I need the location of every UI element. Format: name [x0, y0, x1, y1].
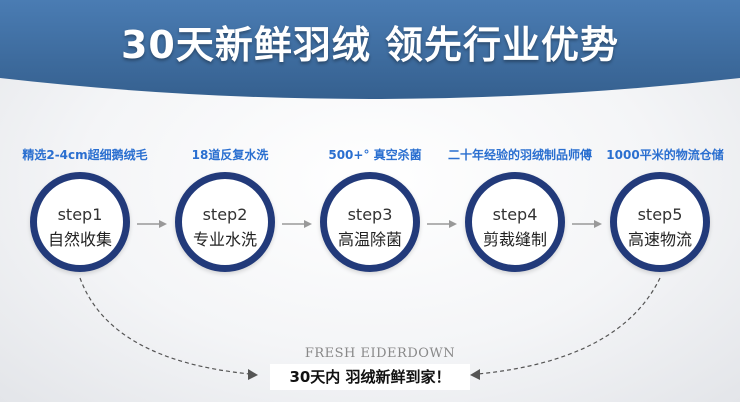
step5-label: step5: [637, 205, 683, 224]
step5-caption: 1000平米的物流仓储: [606, 148, 724, 162]
step2-label: step2: [202, 205, 248, 224]
step5-name: 高速物流: [627, 230, 692, 249]
arrow-right-icon: [427, 220, 457, 228]
arrow-right-icon: [137, 220, 167, 228]
arrow-right-icon: [572, 220, 602, 228]
step5-circle: step5 高速物流: [610, 172, 710, 272]
headline: 30天新鲜羽绒 领先行业优势: [120, 23, 620, 67]
step3-circle: step3 高温除菌: [320, 172, 420, 272]
brand-text: FRESH EIDERDOWN: [304, 346, 456, 361]
header-banner: [0, 0, 740, 110]
step3-label: step3: [347, 205, 393, 224]
step2-caption: 18道反复水洗: [191, 148, 269, 162]
step4-name: 剪裁缝制: [482, 230, 547, 249]
step2-name: 专业水洗: [192, 230, 257, 249]
step2-circle: step2 专业水洗: [175, 172, 275, 272]
step1-circle: step1 自然收集: [30, 172, 130, 272]
step3-caption: 500+° 真空杀菌: [328, 148, 422, 162]
step4-circle: step4 剪裁缝制: [465, 172, 565, 272]
step4-label: step4: [492, 205, 538, 224]
step1-caption: 精选2-4cm超细鹅绒毛: [22, 148, 148, 162]
tagline: 30天内 羽绒新鲜到家！: [270, 364, 470, 390]
arrow-right-icon: [282, 220, 312, 228]
step1-name: 自然收集: [47, 230, 112, 249]
step3-name: 高温除菌: [337, 230, 402, 249]
step1-label: step1: [57, 205, 103, 224]
step4-caption: 二十年经验的羽绒制品师傅: [447, 148, 592, 162]
